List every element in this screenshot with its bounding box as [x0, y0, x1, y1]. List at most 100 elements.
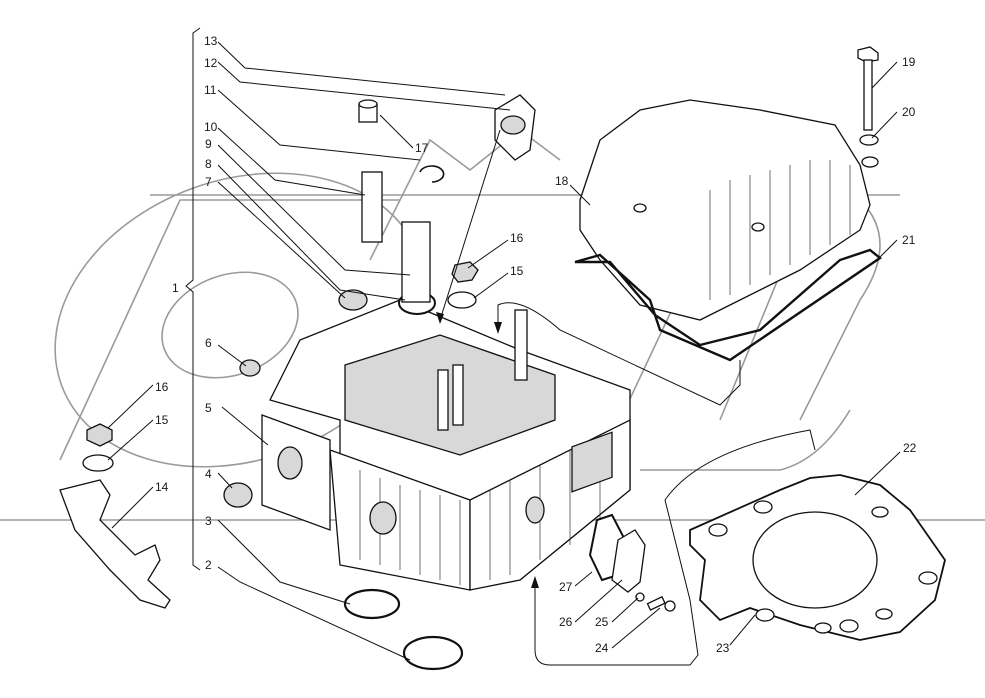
head-port-front [369, 501, 397, 535]
valve-stud-1 [437, 369, 449, 431]
gasket-hole-3 [871, 506, 889, 518]
part-plug-6[interactable] [239, 359, 261, 377]
callout-14: 14 [155, 480, 169, 494]
leader-6 [217, 344, 247, 367]
leader-13 [217, 41, 506, 96]
callout-23: 23 [716, 641, 730, 655]
callout-20: 20 [902, 105, 916, 119]
part-plug-13[interactable] [500, 115, 526, 135]
leader-9 [217, 144, 411, 276]
leader-25 [611, 597, 639, 623]
bolt-shank [863, 59, 873, 131]
valve-chamber [344, 334, 556, 456]
callout-21: 21 [902, 233, 916, 247]
leader-20 [871, 111, 898, 139]
callout-7: 7 [205, 175, 212, 189]
cover-boss-3 [861, 156, 879, 168]
callout-10: 10 [204, 120, 218, 134]
part-washer-15-lower[interactable] [82, 454, 114, 472]
valve-cover-shading [709, 160, 851, 300]
part-bracket-14[interactable] [59, 479, 171, 609]
valve-cover-outline [579, 99, 871, 321]
watermark-stroke-5 [640, 409, 851, 471]
bolt-24-head [664, 600, 676, 612]
leader-10 [217, 127, 366, 196]
flow-arrowhead-down [494, 322, 502, 334]
part-cylinder-head-gasket-22[interactable] [689, 474, 946, 641]
part-washer-25[interactable] [635, 592, 645, 602]
part-valve-seat-3[interactable] [343, 588, 401, 620]
leader-4 [217, 472, 233, 489]
leader-lines [107, 41, 901, 661]
gasket-bore [752, 511, 878, 609]
leader-24 [611, 607, 661, 649]
part-retaining-ring-11[interactable] [419, 165, 445, 183]
leader-12 [217, 61, 511, 111]
flow-arrowhead-up [531, 576, 539, 588]
part-plug-4[interactable] [223, 482, 253, 508]
gasket-hole-4 [918, 571, 938, 585]
leader-5 [221, 406, 269, 446]
callout-13: 13 [204, 34, 218, 48]
callout-17: 17 [415, 141, 429, 155]
part-bolt-24[interactable] [646, 596, 676, 612]
callout-24: 24 [595, 641, 609, 655]
head-port-side [525, 496, 545, 524]
part-guide-9[interactable] [401, 221, 431, 303]
part-sleeve-10[interactable] [361, 171, 383, 243]
head-port-end [277, 446, 303, 480]
part-valve-seat-2[interactable] [402, 635, 464, 671]
callout-4: 4 [205, 467, 212, 481]
flow-arrowhead-down-2 [436, 312, 444, 324]
leader-8 [217, 164, 406, 301]
gasket-hole-5 [875, 608, 893, 620]
cylinder-head[interactable] [261, 299, 631, 591]
callout-6: 6 [205, 336, 212, 350]
part-cover-gasket[interactable] [574, 248, 883, 362]
part-bolt-19[interactable] [857, 46, 879, 131]
part-cover-plate-26[interactable] [611, 529, 646, 593]
leader-22 [854, 451, 901, 496]
callout-16-upper: 16 [510, 231, 524, 245]
callout-16-lower: 16 [155, 380, 169, 394]
leader-14 [111, 486, 154, 529]
leader-7 [217, 181, 346, 299]
part-washer-20[interactable] [859, 134, 879, 146]
part-nut-16-lower[interactable] [86, 423, 113, 447]
callout-9: 9 [205, 137, 212, 151]
callout-27: 27 [559, 580, 573, 594]
valve-stud-2 [452, 364, 464, 426]
leader-3 [217, 519, 351, 605]
leader-18 [569, 184, 591, 206]
leader-2 [217, 566, 411, 661]
stud-17-top [358, 99, 378, 109]
part-nut-16-upper[interactable] [451, 261, 479, 283]
leader-15-upper [473, 272, 509, 299]
leader-16-lower [107, 384, 154, 429]
callout-12: 12 [204, 56, 218, 70]
gasket-hole-8 [755, 608, 775, 622]
callout-5: 5 [205, 401, 212, 415]
callout-11: 11 [204, 83, 217, 97]
bolt-24-shank [646, 596, 666, 611]
bushing-flow-line [439, 129, 501, 321]
exhaust-port [571, 431, 613, 493]
leader-26 [574, 579, 623, 623]
leader-15-lower [107, 419, 154, 461]
part-seal-7[interactable] [338, 289, 368, 311]
leader-19 [871, 61, 898, 89]
part-cover[interactable] [579, 99, 879, 321]
gasket-hole-7 [814, 622, 832, 634]
gasket-hole-6 [839, 619, 859, 633]
watermark-stroke-2 [369, 128, 561, 261]
part-stud-17[interactable] [358, 99, 378, 123]
stud-flow-line [497, 302, 741, 406]
callout-19: 19 [902, 55, 916, 69]
part-washer-15-upper[interactable] [447, 291, 477, 309]
bolt-head [857, 46, 879, 63]
callout-18: 18 [555, 174, 569, 188]
gasket-hole-2 [753, 500, 773, 514]
leader-23 [729, 614, 756, 646]
